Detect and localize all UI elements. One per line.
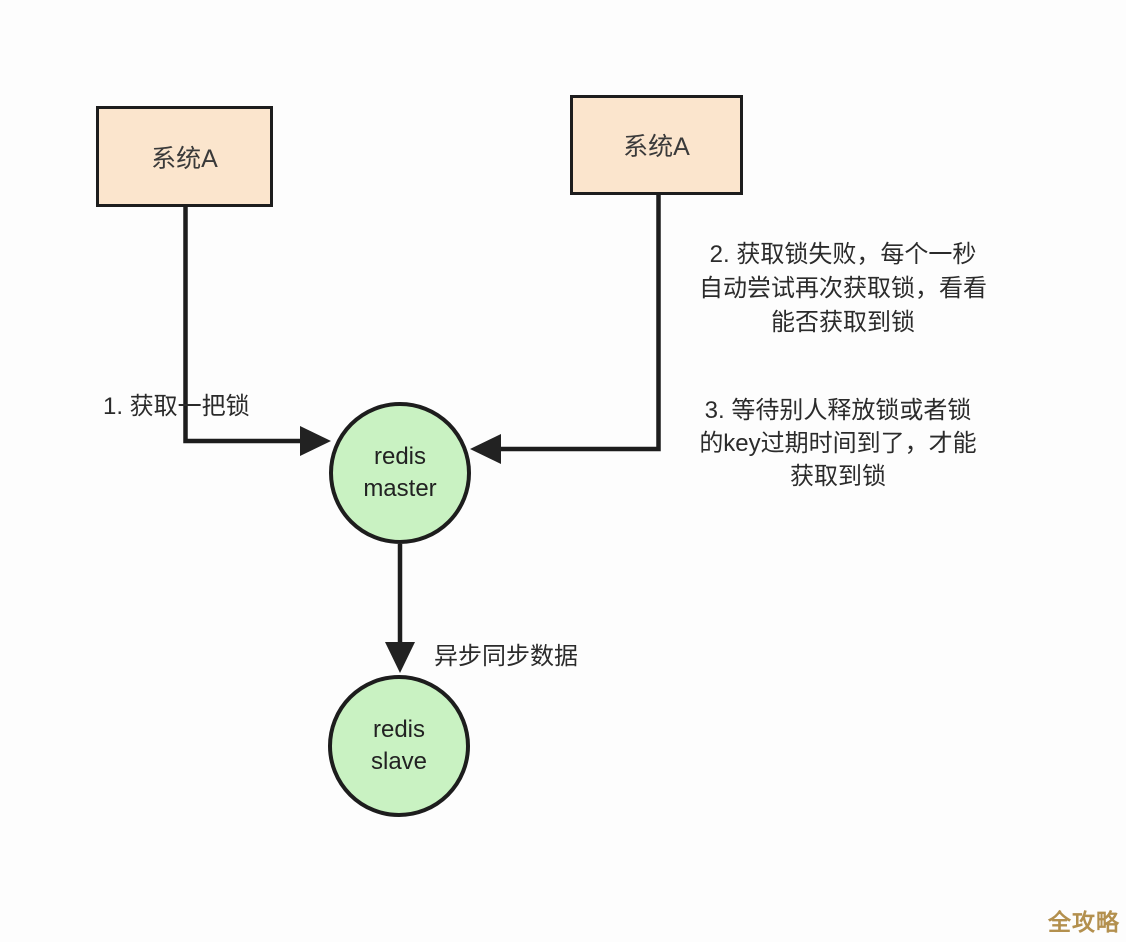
annotation-step3: 3. 等待别人释放锁或者锁 的key过期时间到了，才能 获取到锁 [658,394,1018,493]
annotation-step1: 1. 获取一把锁 [103,393,250,420]
arrowhead-into-master-left [300,426,331,456]
watermark-text: 全攻略 [1048,909,1120,935]
node-system-a-left-label: 系统A [151,144,218,173]
annotation-step3-line3: 获取到锁 [790,463,886,490]
redis-slave-label-line2: slave [370,748,428,775]
annotation-step3-line1: 3. 等待别人释放锁或者锁 [704,397,972,424]
node-system-a-right-label: 系统A [623,133,690,161]
annotation-step3-line2: 的key过期时间到了，才能 [699,430,977,457]
node-redis-slave: redis slave [328,675,470,817]
arrowhead-into-master-right [470,434,501,464]
node-system-a-left: 系统A [96,106,273,207]
arrowhead-into-slave [385,642,415,673]
redis-master-label-line2: master [363,475,437,502]
annotation-step2-line2: 自动尝试再次获取锁，看看 [699,275,987,302]
redis-master-label-line1: redis [373,443,427,471]
annotation-step2: 2. 获取锁失败，每个一秒 自动尝试再次获取锁，看看 能否获取到锁 [663,238,1023,340]
annotation-step2-line1: 2. 获取锁失败，每个一秒 [709,241,977,268]
annotation-async-sync: 异步同步数据 [434,643,578,670]
connector-right-system-to-master [499,195,661,452]
annotation-step2-line3: 能否获取到锁 [771,309,915,336]
node-system-a-right: 系统A [570,95,743,195]
redis-slave-label-line1: redis [372,716,426,744]
node-redis-master: redis master [329,402,471,544]
